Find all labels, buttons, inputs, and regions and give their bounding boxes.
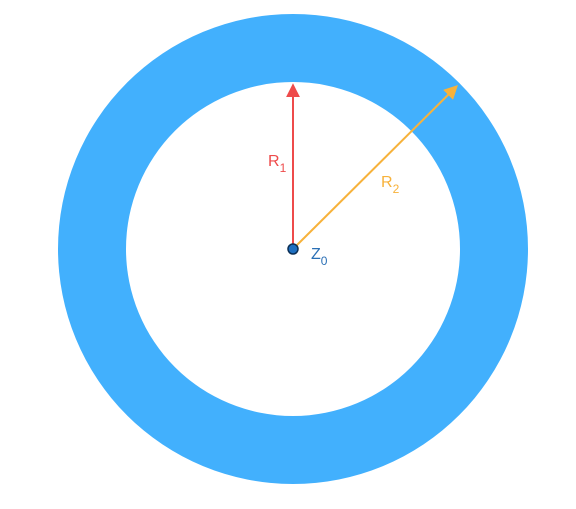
inner-radius-label-sub: 1	[280, 161, 287, 175]
inner-radius-label-main: R	[268, 153, 280, 170]
center-label: Z0	[311, 246, 328, 268]
outer-radius-label: R2	[381, 174, 400, 196]
outer-radius-label-sub: 2	[393, 182, 400, 196]
outer-radius-arrow	[292, 85, 458, 250]
center-label-sub: 0	[321, 254, 328, 268]
center-label-main: Z	[311, 246, 321, 263]
outer-radius-label-main: R	[381, 174, 393, 191]
inner-radius-label: R1	[268, 153, 287, 175]
center-point	[287, 243, 299, 255]
